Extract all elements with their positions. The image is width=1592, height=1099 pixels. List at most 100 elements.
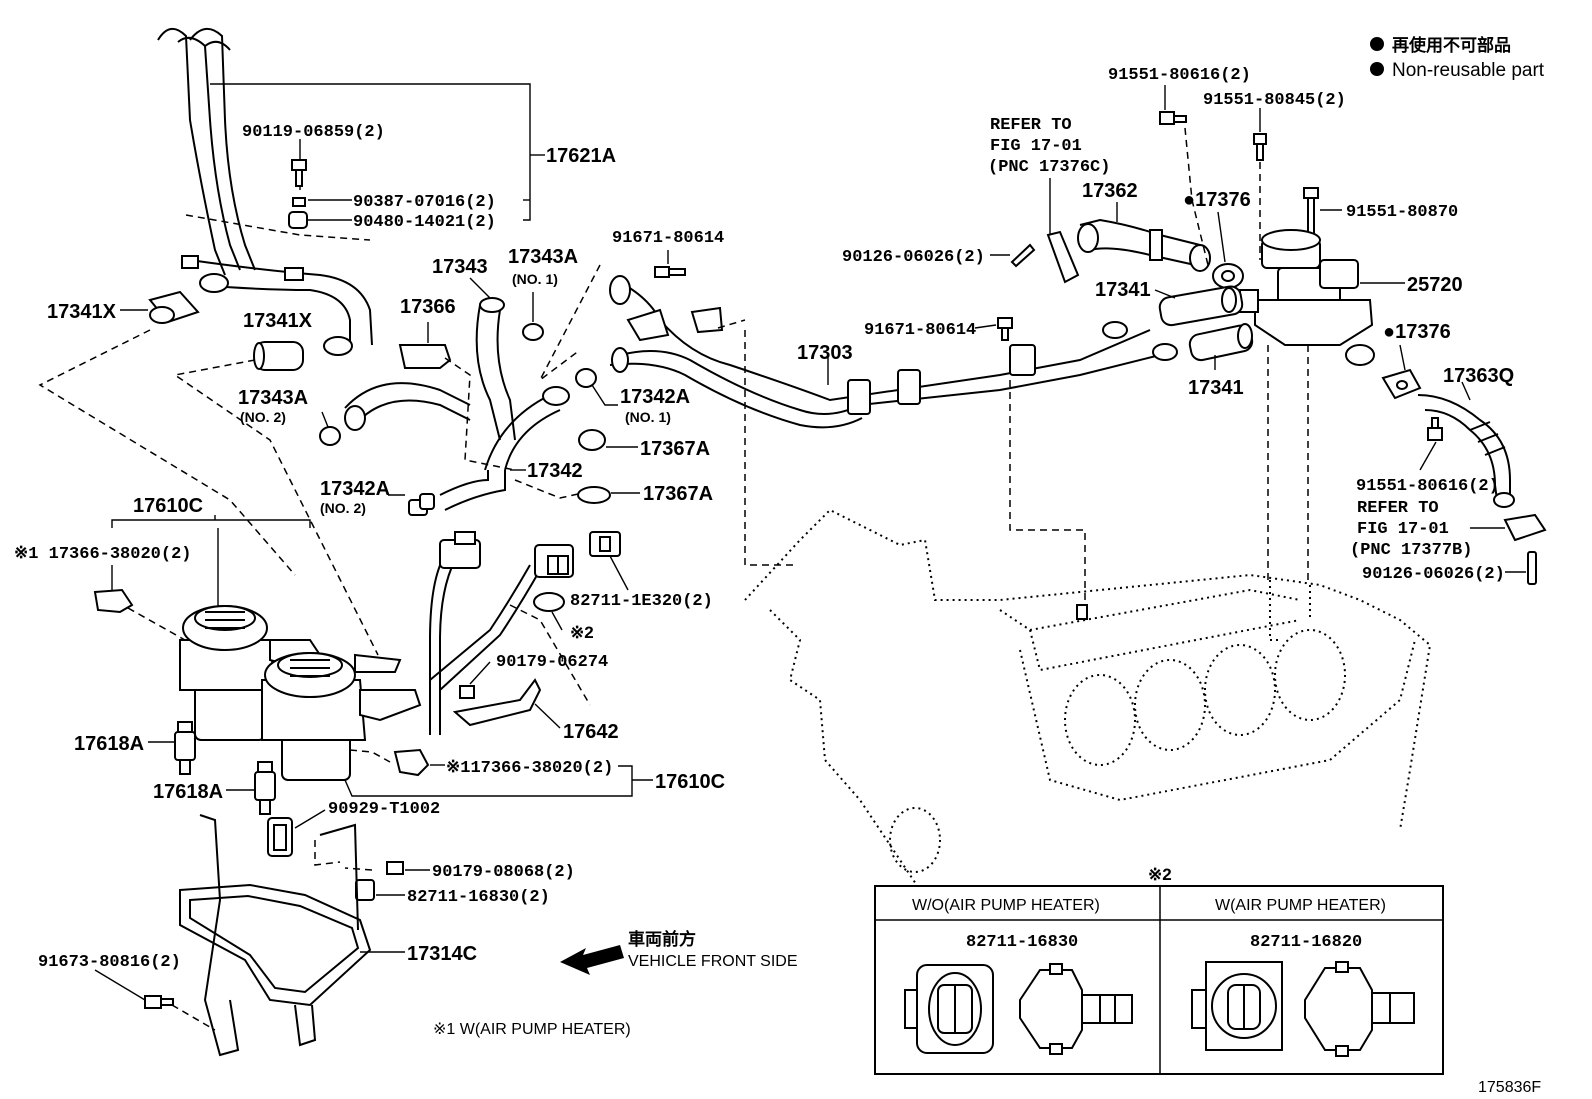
- pipe-17621A-drawing: [157, 28, 373, 356]
- bolt-91551-80616-lower: [1427, 417, 1443, 441]
- grommet-90480-icon: [288, 211, 308, 229]
- bracket-17366-38020-top: [93, 588, 134, 614]
- legend: 再使用不可部品 Non-reusable part: [1370, 35, 1545, 81]
- label-17376-lower: ●17376: [1383, 321, 1451, 343]
- label-17610C-top: 17610C: [133, 495, 203, 517]
- label-17342A-no2-sub: (NO. 2): [320, 500, 366, 516]
- sensor-17618A-upper: [174, 721, 196, 775]
- label-17363Q: 17363Q: [1443, 365, 1514, 387]
- table-part-82711-16820: 82711-16820: [1250, 933, 1362, 952]
- label-17366-38020-top: ※1 17366-38020(2): [14, 545, 191, 564]
- label-refer-to-2: REFER TO: [1357, 499, 1439, 518]
- nut-90179-08068-icon: [386, 861, 404, 875]
- pipe-17303-drawing: [609, 275, 1178, 429]
- label-90179-06274: 90179-06274: [496, 653, 608, 672]
- bolt-91671-icon-left: [654, 266, 686, 278]
- legend-japanese: 再使用不可部品: [1392, 35, 1511, 55]
- label-vehicle-front-en: VEHICLE FRONT SIDE: [628, 953, 798, 970]
- bracket-17366: [398, 344, 452, 369]
- label-refer-to-1: REFER TO: [990, 116, 1072, 135]
- label-17314C: 17314C: [407, 943, 477, 965]
- figure-id: 175836F: [1478, 1079, 1541, 1096]
- cushion-17367A-upper: [578, 429, 606, 451]
- label-note-x1: ※1 W(AIR PUMP HEATER): [433, 1021, 631, 1038]
- hose-main-17342: [344, 382, 570, 511]
- label-90387-07016: 90387-07016(2): [353, 193, 496, 212]
- label-17367A-lower: 17367A: [643, 483, 713, 505]
- label-17642: 17642: [563, 721, 619, 743]
- label-90480-14021: 90480-14021(2): [353, 213, 496, 232]
- label-17341X-right: 17341X: [243, 310, 313, 332]
- clamp-17343A-no1: [522, 323, 544, 341]
- bolt-91671-icon-right: [997, 317, 1013, 341]
- label-17343A-no2-sub: (NO. 2): [240, 409, 286, 425]
- table-header-wo-heater: W/O(AIR PUMP HEATER): [912, 897, 1100, 914]
- vehicle-front-arrow-icon: [560, 945, 624, 975]
- label-vehicle-front-jp: 車両前方: [628, 929, 696, 949]
- label-91671-80614-right: 91671-80614: [864, 321, 976, 340]
- label-17621A: 17621A: [546, 145, 616, 167]
- gasket-17376C: [1046, 230, 1080, 284]
- gasket-17376-lower: [1381, 368, 1422, 400]
- connector-16830-side-view: [1019, 963, 1133, 1055]
- connector-16830-front-view: [904, 964, 994, 1054]
- engine-block-outline: [744, 508, 1432, 921]
- clamp-17342A-no2: [408, 493, 435, 516]
- label-17366-38020-bottom: ※117366-38020(2): [446, 759, 613, 778]
- washer-90387-icon: [292, 197, 306, 207]
- hose-17341-upper: [1158, 285, 1244, 327]
- label-17342: 17342: [527, 460, 583, 482]
- label-fig-17-01-2: FIG 17-01: [1357, 520, 1449, 539]
- label-82711-16830-2: 82711-16830(2): [407, 888, 550, 907]
- label-90179-08068: 90179-08068(2): [432, 863, 575, 882]
- label-17618A-lower: 17618A: [153, 781, 223, 803]
- label-91551-80616-lower: 91551-80616(2): [1356, 477, 1499, 496]
- hose-17343: [475, 297, 516, 441]
- label-17362: 17362: [1082, 180, 1138, 202]
- table-header-w-heater: W(AIR PUMP HEATER): [1215, 897, 1386, 914]
- non-reusable-dot-icon: [1370, 62, 1384, 76]
- label-fig-17-01-1: FIG 17-01: [990, 137, 1082, 156]
- gasket-17377B: [1503, 513, 1547, 542]
- label-82711-1E320: 82711-1E320(2): [570, 592, 713, 611]
- hose-17341X-left: [148, 290, 200, 324]
- clip-90929-T1002: [267, 817, 293, 857]
- hose-17341X-right: [253, 341, 304, 371]
- stud-90126-upper: [1010, 243, 1036, 268]
- label-17618A-upper: 17618A: [74, 733, 144, 755]
- gasket-17376-upper: [1212, 263, 1244, 289]
- air-pump-2: [261, 652, 422, 781]
- connector-16820-front-view: [1191, 961, 1283, 1051]
- legend-english: Non-reusable part: [1392, 60, 1545, 81]
- label-pnc-17377B: (PNC 17377B): [1350, 541, 1472, 560]
- clamp-17343A-no2: [319, 426, 341, 446]
- label-90126-06026-upper: 90126-06026(2): [842, 248, 985, 267]
- label-17341-upper: 17341: [1095, 279, 1151, 301]
- connector-16820-side-view: [1304, 961, 1415, 1057]
- label-91551-80845: 91551-80845(2): [1203, 91, 1346, 110]
- label-90929-T1002: 90929-T1002: [328, 800, 440, 819]
- bolt-91551-80616-upper: [1159, 111, 1187, 125]
- label-17303: 17303: [797, 342, 853, 364]
- connector-left: [439, 531, 481, 569]
- bracket-17314C: [179, 814, 372, 1057]
- hose-17341-lower: [1188, 323, 1254, 362]
- table-part-82711-16830: 82711-16830: [966, 933, 1078, 952]
- label-17342A-no1-sub: (NO. 1): [625, 409, 671, 425]
- stud-90126-lower: [1527, 551, 1537, 585]
- label-17376-upper: ●17376: [1183, 189, 1251, 211]
- label-91551-80616-upper: 91551-80616(2): [1108, 66, 1251, 85]
- bolt-91551-80845: [1253, 133, 1267, 161]
- label-17367A-upper: 17367A: [640, 438, 710, 460]
- label-17343A-no2: 17343A: [238, 387, 308, 409]
- sensor-17618A-lower: [254, 761, 276, 815]
- label-91551-80870: 91551-80870: [1346, 203, 1458, 222]
- connector-82711-1E320: [589, 531, 621, 557]
- table-marker-x2: ※2: [1148, 865, 1172, 884]
- label-17342A-no1: 17342A: [620, 386, 690, 408]
- cushion-17367A-lower: [577, 486, 611, 504]
- bolt-90119-icon: [291, 159, 307, 187]
- connector-right: [534, 544, 574, 578]
- pipe-17362-drawing: [1077, 218, 1211, 272]
